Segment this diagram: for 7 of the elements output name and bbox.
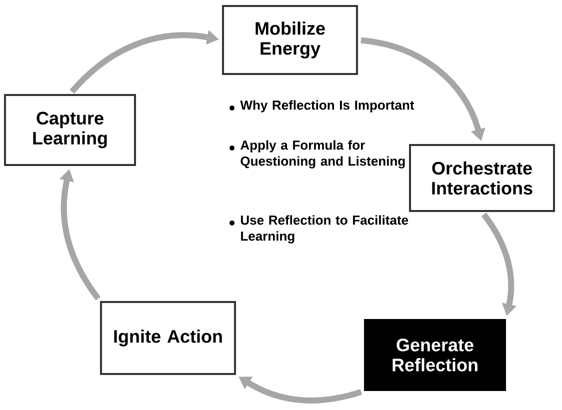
bullet-text: Why Reflection Is Important [240,100,414,112]
process-box: Mobilize Energy [222,5,358,75]
bullet-text: Use Reflection to Facilitate Learning [241,215,408,244]
process-box: Ignite Action [100,301,236,375]
process-box: Generate Reflection [364,319,506,391]
process-box: Orchestrate Interactions [409,144,555,212]
process-box: Capture Learning [4,94,136,166]
